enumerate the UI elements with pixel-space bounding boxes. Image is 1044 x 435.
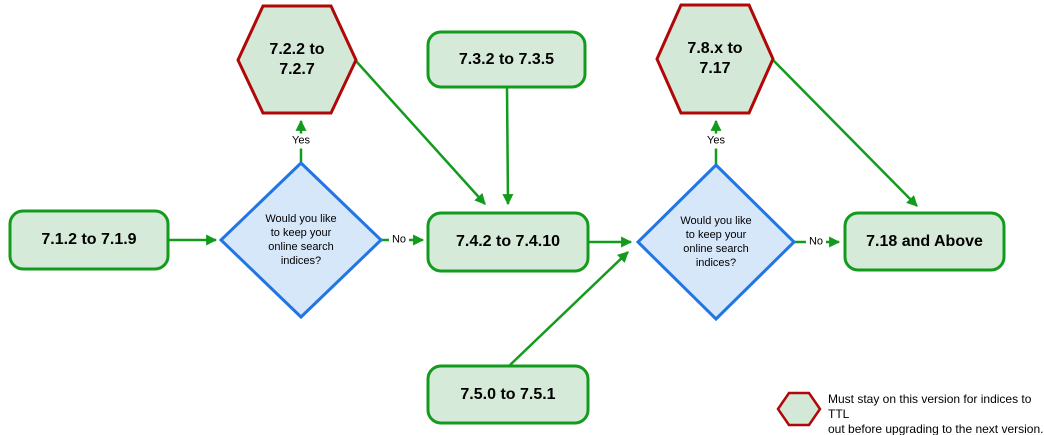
node-decision-1 [218, 160, 384, 320]
node-box-718 [843, 211, 1006, 272]
edge-label-no-1: No [388, 232, 410, 248]
edge-label-yes-1: Yes [289, 133, 313, 149]
node-box-712 [8, 209, 170, 271]
node-decision-2 [635, 162, 797, 322]
label-hex-78: 7.8.x to 7.17 [657, 5, 773, 113]
label-hex-78-line2: 7.17 [699, 60, 731, 77]
node-hex-78 [655, 3, 775, 115]
label-box-732: 7.3.2 to 7.3.5 [458, 50, 555, 68]
label-decision-1: Would you like to keep your online searc… [241, 205, 361, 275]
arrow-hex722-to-742 [355, 60, 486, 205]
label-hex-722-line1: 7.2.2 to [269, 40, 325, 58]
decision1-line1: Would you like [265, 213, 337, 225]
label-hex-722: 7.2.2 to 7.2.7 [238, 6, 356, 113]
label-box-750: 7.5.0 to 7.5.1 [460, 385, 556, 403]
label-decision-2: Would you like to keep your online searc… [656, 207, 776, 277]
legend-line2: out before upgrading to the next version… [828, 422, 1044, 435]
label-box-718: 7.18 and Above [866, 232, 983, 250]
decision2-line1: Would you like [680, 215, 752, 227]
label-box-742: 7.4.2 to 7.4.10 [455, 233, 561, 250]
decision1-line2: to keep your [270, 227, 332, 239]
legend-hexagon-icon [776, 391, 822, 427]
legend-text: Must stay on this version for indices to… [828, 392, 1044, 435]
edge-label-no-2: No [805, 234, 827, 250]
label-hex-78-line1: 7.8.x to [687, 40, 743, 57]
decision2-line4: indices? [695, 257, 737, 269]
node-hex-722 [236, 4, 358, 115]
decision2-line2: to keep your [685, 229, 747, 241]
legend-line1: Must stay on this version for indices to… [828, 392, 1032, 421]
arrow-732-to-742 [502, 87, 514, 206]
decision2-line3: online search [683, 243, 749, 255]
label-box-712: 7.1.2 to 7.1.9 [41, 231, 137, 248]
node-box-732 [426, 30, 587, 89]
label-hex-722-line2: 7.2.7 [279, 60, 315, 78]
arrow-750-to-decision2 [509, 251, 629, 366]
node-box-750 [426, 364, 590, 425]
arrow-hex78-to-718 [772, 59, 918, 207]
decision1-line4: indices? [280, 255, 322, 267]
edge-label-yes-2: Yes [704, 133, 728, 149]
node-box-742 [426, 211, 590, 273]
decision1-line3: online search [268, 241, 334, 253]
